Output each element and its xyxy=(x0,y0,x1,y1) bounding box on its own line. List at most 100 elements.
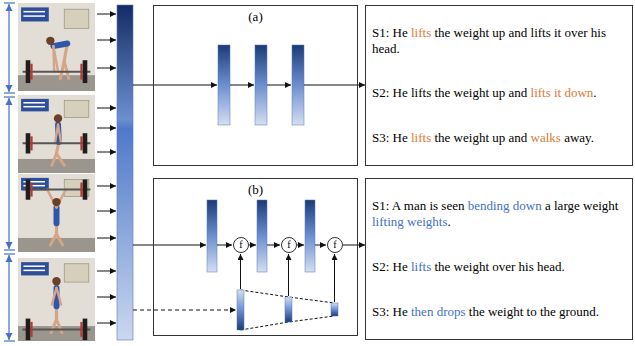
hidden-state xyxy=(207,200,217,272)
feature-arrow xyxy=(97,40,116,41)
hidden-state xyxy=(305,200,315,272)
poster xyxy=(64,264,89,282)
bracket-tick xyxy=(4,249,15,250)
sentence-part: the weight to the ground. xyxy=(466,304,600,319)
highlight-words: lifts xyxy=(411,130,431,145)
up-arrow xyxy=(288,254,289,296)
arrow-connector xyxy=(358,245,365,246)
head xyxy=(46,37,54,45)
head xyxy=(52,198,60,206)
function-label: f xyxy=(287,239,290,251)
flow-line xyxy=(304,85,358,86)
sentence-part: the weight up and xyxy=(431,130,530,145)
highlight-words: walks xyxy=(531,130,561,145)
sentence: S2: He lifts the weight over his head. xyxy=(372,259,626,275)
up-arrow xyxy=(334,254,335,302)
feature-arrow xyxy=(97,128,116,129)
plate xyxy=(80,183,82,197)
feature-arrow xyxy=(97,186,116,187)
flow-arrow xyxy=(297,245,304,246)
barbell xyxy=(23,71,91,73)
context-state xyxy=(237,290,244,330)
barbell xyxy=(23,328,91,330)
sentence-part: S3: He xyxy=(372,130,411,145)
sentence-part: S3: He xyxy=(372,304,411,319)
banner-stripe xyxy=(23,102,45,104)
sentence: S3: He lifts the weight up and walks awa… xyxy=(372,130,626,146)
sentence: S3: He then drops the weight to the grou… xyxy=(372,304,626,320)
feature-arrow xyxy=(97,211,116,212)
flow-arrow xyxy=(267,85,291,86)
sentence-part: a large weight xyxy=(542,198,619,213)
bracket-tick xyxy=(4,2,15,3)
arrow-connector xyxy=(358,85,365,86)
model-panel: (a) xyxy=(153,5,358,166)
flow-arrow xyxy=(133,245,206,246)
hidden-state xyxy=(292,45,304,125)
highlight-words: lifts xyxy=(411,259,431,274)
floor xyxy=(18,238,95,252)
head xyxy=(54,114,62,122)
banner-stripe xyxy=(23,265,45,267)
feature-arrow xyxy=(97,152,116,153)
feature-arrow xyxy=(97,238,116,239)
highlight-words: lifts xyxy=(411,25,431,40)
plate xyxy=(26,133,31,153)
fusion-circle: f xyxy=(281,237,297,253)
hidden-state xyxy=(257,200,267,272)
banner xyxy=(21,7,49,21)
leg xyxy=(57,154,65,166)
leg xyxy=(64,61,69,79)
segment-bracket xyxy=(8,255,9,340)
feature-arrow xyxy=(97,271,116,272)
plate xyxy=(26,60,31,83)
arm xyxy=(53,46,58,72)
fusion-circle: f xyxy=(327,237,343,253)
flow-arrow xyxy=(133,85,217,86)
segment-bracket xyxy=(8,98,9,249)
flow-line xyxy=(343,245,358,246)
bracket-tick xyxy=(4,96,15,97)
sentence: S1: He lifts the weight up and lifts it … xyxy=(372,25,626,57)
plate xyxy=(83,133,88,153)
sentence-part: . xyxy=(447,214,450,229)
plate xyxy=(83,179,88,199)
plate xyxy=(30,322,32,337)
sentence: S1: A man is seen bending down a large w… xyxy=(372,198,626,230)
arm xyxy=(58,125,61,144)
banner-stripe xyxy=(23,11,45,13)
poster xyxy=(64,100,89,117)
leg xyxy=(57,234,63,245)
segment-bracket xyxy=(8,4,9,92)
video-frame xyxy=(18,174,95,252)
banner-stripe xyxy=(23,270,45,272)
barbell xyxy=(23,142,91,144)
caption-box: S1: A man is seen bending down a large w… xyxy=(365,178,633,340)
plate xyxy=(26,319,31,341)
plate xyxy=(30,183,32,197)
up-arrow xyxy=(240,254,241,289)
plate xyxy=(26,179,31,199)
plate xyxy=(80,136,82,150)
banner xyxy=(21,99,49,111)
torso xyxy=(53,43,67,46)
wall xyxy=(18,95,95,173)
bracket-tick xyxy=(4,340,15,341)
highlight-words: lifts it down xyxy=(531,85,594,100)
panel-label: (a) xyxy=(154,9,357,25)
context-state xyxy=(331,303,338,316)
plate xyxy=(83,319,88,341)
flow-arrow xyxy=(249,245,256,246)
plate xyxy=(80,64,82,80)
banner-stripe xyxy=(23,106,45,108)
hidden-state xyxy=(255,45,267,125)
banner xyxy=(21,262,49,275)
plate xyxy=(30,136,32,150)
model-panel: (b)fff xyxy=(153,178,358,336)
fusion-circle: f xyxy=(233,237,249,253)
poster xyxy=(64,9,89,28)
function-label: f xyxy=(239,239,242,251)
flow-arrow xyxy=(315,245,326,246)
feature-bar xyxy=(117,5,133,340)
